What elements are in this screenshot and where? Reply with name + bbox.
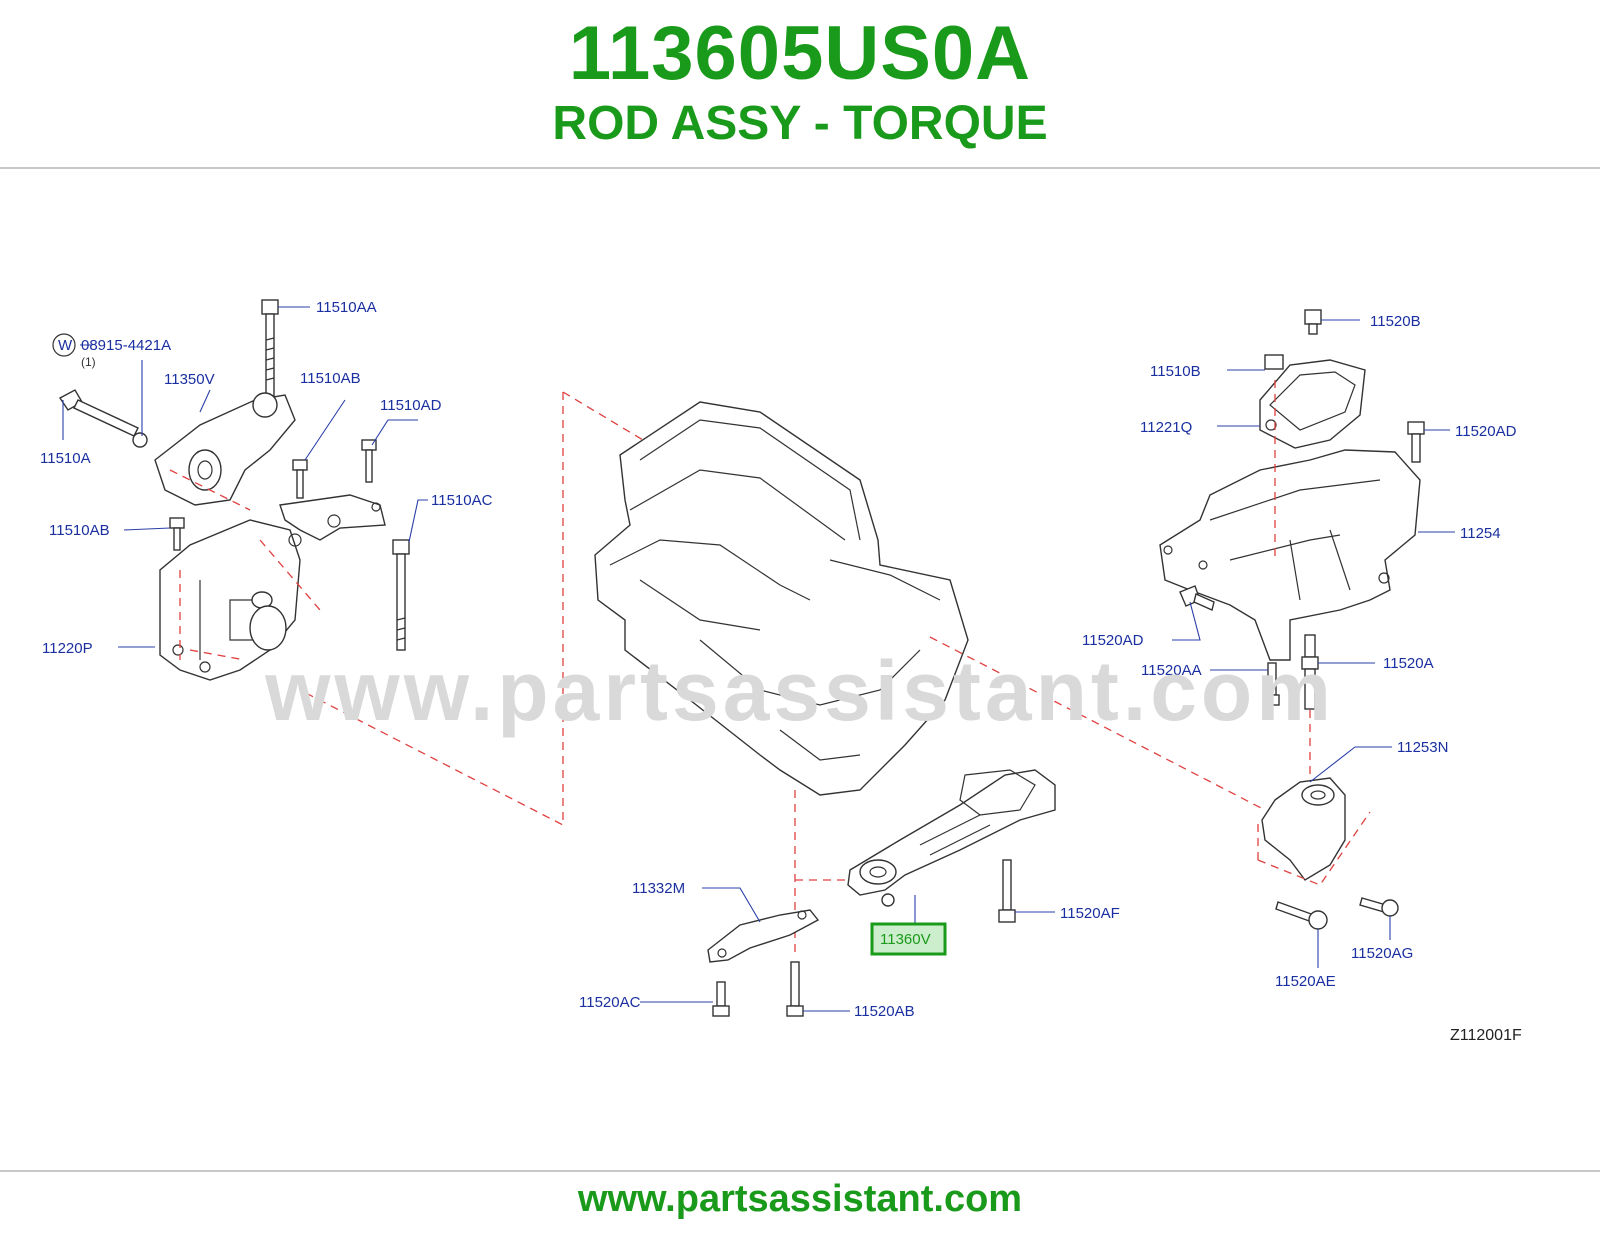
callout-11520B: 11520B xyxy=(1370,313,1421,330)
leader-lines xyxy=(62,306,1455,1012)
callout-11510AC: 11510AC xyxy=(431,492,493,509)
callout-11520AE: 11520AE xyxy=(1275,973,1336,990)
callout-11510AB-top: 11510AB xyxy=(300,370,361,387)
header-divider xyxy=(0,167,1600,169)
right-mount-dashes xyxy=(1257,380,1371,886)
callout-11350V: 11350V xyxy=(164,371,215,388)
engine-outline xyxy=(594,401,969,796)
callout-11520A: 11520A xyxy=(1383,655,1434,672)
footer-divider xyxy=(0,1170,1600,1172)
left-mount-assembly xyxy=(52,299,410,681)
callout-11520AA: 11520AA xyxy=(1141,662,1202,679)
callout-11520AF: 11520AF xyxy=(1060,905,1120,922)
callout-11510A: 11510A xyxy=(40,450,91,467)
right-mount-assembly xyxy=(1159,309,1425,930)
callout-08915-4421A: 08915-4421A xyxy=(81,337,171,354)
part-number-title: 113605US0A xyxy=(568,11,1032,96)
bottom-bolts xyxy=(712,859,1016,1017)
footer-url[interactable]: www.partsassistant.com xyxy=(577,1178,1023,1220)
engine-dashed-outline xyxy=(299,391,644,827)
callout-11520AC: 11520AC xyxy=(579,994,641,1011)
torque-rod xyxy=(847,769,1056,907)
callout-11220P: 11220P xyxy=(42,640,93,657)
callout-11510AA: 11510AA xyxy=(316,299,377,316)
watermark: www.partsassistant.com xyxy=(264,644,1335,738)
callout-11520AB-bottom: 11520AB xyxy=(854,1003,915,1020)
connector-line-down xyxy=(794,790,860,955)
callout-11221Q: 11221Q xyxy=(1140,419,1192,436)
callout-11510B: 11510B xyxy=(1150,363,1201,380)
callout-11332M: 11332M xyxy=(632,880,685,897)
diagram-code: Z112001F xyxy=(1450,1027,1522,1044)
left-mount-dashes xyxy=(169,469,321,661)
bracket-11332M xyxy=(707,909,820,963)
callout-11520AD-mid: 11520AD xyxy=(1082,632,1144,649)
callout-11253N: 11253N xyxy=(1397,739,1448,756)
callout-11254: 11254 xyxy=(1460,525,1501,542)
washer-symbol: W xyxy=(58,337,73,354)
connector-line-right xyxy=(929,636,1266,811)
callout-11520AD-right: 11520AD xyxy=(1455,423,1517,440)
callout-11520AG: 11520AG xyxy=(1351,945,1413,962)
callout-11510AD-left: 11510AD xyxy=(380,397,442,414)
callout-11510AB-left: 11510AB xyxy=(49,522,110,539)
callout-11360V: 11360V xyxy=(880,931,931,948)
parts-diagram: 11510AA W 08915-4421A (1) 11350V 11510AB… xyxy=(40,299,1522,1044)
part-description: ROD ASSY - TORQUE xyxy=(552,97,1048,150)
callout-qty-1: (1) xyxy=(81,355,96,369)
highlight-box-11360V xyxy=(870,922,947,956)
